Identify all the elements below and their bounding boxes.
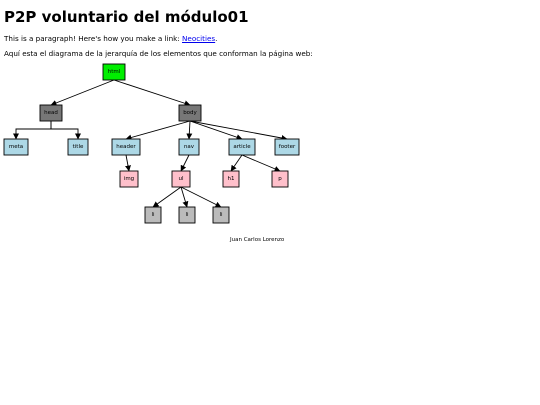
node-box-nav <box>178 138 200 156</box>
node-box-li1 <box>144 206 162 224</box>
node-label-meta: meta <box>9 144 23 150</box>
diagram-nodes: html head body meta title header nav article foo… <box>3 63 300 224</box>
node-label-ul: ul <box>178 176 183 182</box>
node-label-title: title <box>73 144 84 150</box>
node-label-footer: footer <box>279 144 296 150</box>
edge-body-nav <box>186 120 193 140</box>
node-box-meta <box>3 138 29 156</box>
edge-head-title <box>50 121 81 140</box>
node-box-ul <box>171 170 191 188</box>
node-label-html: html <box>108 69 121 75</box>
node-li2: li <box>178 206 196 224</box>
node-footer: footer <box>274 138 300 156</box>
edge-html-body <box>113 79 191 107</box>
node-li1: li <box>144 206 162 224</box>
node-label-body: body <box>183 110 197 116</box>
page-title: P2P voluntario del módulo01 <box>4 8 249 26</box>
node-box-h1 <box>222 170 240 188</box>
paragraph-text: This is a paragraph! Here's how you make… <box>4 34 183 43</box>
node-box-li2 <box>178 206 196 224</box>
node-label-header: header <box>116 144 136 150</box>
author-credit: Juan Carlos Lorenzo <box>229 237 285 243</box>
node-meta: meta <box>3 138 29 156</box>
edge-ul-li1 <box>152 186 182 208</box>
edge-html-head <box>50 79 115 106</box>
node-box-html <box>102 63 126 81</box>
edge-ul-li3 <box>180 186 222 208</box>
node-html: html <box>102 63 126 81</box>
node-head: head <box>39 104 63 122</box>
edge-ul-li2 <box>180 186 189 208</box>
node-label-article: article <box>233 144 251 150</box>
node-box-article <box>228 138 256 156</box>
edge-article-p <box>241 154 281 172</box>
node-box-img <box>119 170 139 188</box>
node-body: body <box>178 104 202 122</box>
intro-paragraph: This is a paragraph! Here's how you make… <box>4 34 217 44</box>
neocities-link[interactable]: Neocities <box>182 34 216 43</box>
node-li3: li <box>212 206 230 224</box>
paragraph-end: . <box>215 34 218 43</box>
node-label-head: head <box>44 110 58 116</box>
edge-body-footer <box>189 120 288 141</box>
edge-body-article <box>189 120 243 141</box>
diagram-edges <box>13 79 288 208</box>
node-h1: h1 <box>222 170 240 188</box>
node-label-img: img <box>124 176 134 182</box>
node-box-body <box>178 104 202 122</box>
edge-head-meta <box>13 121 52 140</box>
node-label-li2: li <box>185 212 189 218</box>
edge-body-header <box>125 120 191 141</box>
node-label-li1: li <box>151 212 155 218</box>
node-label-p: p <box>278 176 282 182</box>
edge-nav-ul <box>180 154 190 172</box>
node-label-nav: nav <box>184 144 195 150</box>
node-article: article <box>228 138 256 156</box>
node-nav: nav <box>178 138 200 156</box>
node-box-footer <box>274 138 300 156</box>
node-img: img <box>119 170 139 188</box>
hierarchy-diagram: html head body meta title header nav article foo… <box>3 63 300 243</box>
diagram-intro-text: Aquí esta el diagrama de la jerarquía de… <box>4 49 313 58</box>
node-p: p <box>271 170 289 188</box>
node-label-li3: li <box>219 212 223 218</box>
node-box-li3 <box>212 206 230 224</box>
node-box-header <box>111 138 141 156</box>
node-ul: ul <box>171 170 191 188</box>
edge-header-img <box>125 154 131 172</box>
node-title: title <box>67 138 89 156</box>
node-header: header <box>111 138 141 156</box>
edge-article-h1 <box>230 154 243 172</box>
node-label-h1: h1 <box>228 176 235 182</box>
node-box-head <box>39 104 63 122</box>
node-box-title <box>67 138 89 156</box>
node-box-p <box>271 170 289 188</box>
